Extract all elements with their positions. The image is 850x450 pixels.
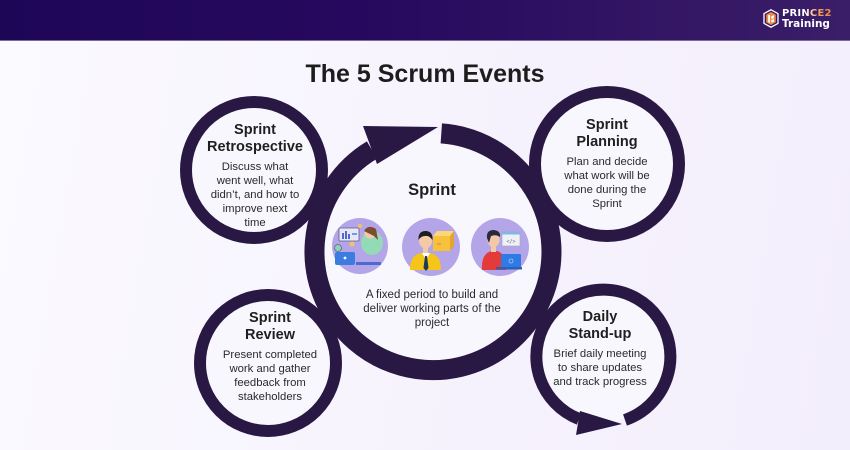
svg-text:</>: </>	[506, 239, 515, 245]
sprint-description: A fixed period to build and deliver work…	[363, 289, 501, 329]
event-description: Present completed work and gather feedba…	[222, 349, 318, 403]
planning-circle-fill	[535, 92, 679, 236]
planning-ring	[529, 86, 685, 242]
sprint-description-block: A fixed period to build and deliver work…	[337, 288, 527, 330]
sprint-ring	[304, 123, 562, 381]
standup-arrowhead-icon	[576, 411, 622, 435]
person-with-box-illustration	[402, 218, 460, 276]
prince2-training-logo[interactable]: PRINCE2 Training	[763, 8, 843, 32]
standup-circle-fill	[534, 289, 668, 423]
standup-ring	[530, 283, 677, 426]
header-bar: PRINCE2 Training	[0, 0, 850, 41]
analyst-with-laptop-illustration	[332, 218, 388, 274]
logo-training-text: Training	[782, 18, 830, 30]
event-sprint-planning: Sprint Planning Plan and decide what wor…	[542, 117, 672, 212]
logo-brand-text: PRINCE2	[782, 8, 832, 19]
event-title: Sprint Retrospective	[207, 122, 303, 155]
event-title: Sprint Planning	[576, 117, 638, 150]
event-daily-stand-up: Daily Stand-up Brief daily meeting to sh…	[535, 309, 665, 390]
event-description: Plan and decide what work will be done d…	[564, 156, 650, 210]
event-sprint: Sprint	[352, 180, 512, 200]
sprint-arrowhead-icon	[363, 126, 438, 164]
event-title: Sprint Review	[245, 310, 295, 343]
retrospective-circle-fill	[186, 102, 322, 238]
review-circle-fill	[200, 295, 336, 431]
event-title: Daily Stand-up	[568, 309, 632, 342]
review-ring	[194, 289, 342, 437]
page-title: The 5 Scrum Events	[305, 60, 545, 88]
event-description: Brief daily meeting to share updates and…	[553, 348, 647, 388]
event-description: Discuss what went well, what didn’t, and…	[210, 161, 300, 229]
prince2-shield-icon	[763, 9, 779, 28]
sprint-title: Sprint	[408, 181, 456, 199]
event-sprint-review: Sprint Review Present completed work and…	[205, 310, 335, 405]
event-sprint-retrospective: Sprint Retrospective Discuss what went w…	[190, 122, 320, 231]
developer-coding-illustration: </>	[471, 218, 529, 276]
retrospective-ring	[180, 96, 328, 244]
